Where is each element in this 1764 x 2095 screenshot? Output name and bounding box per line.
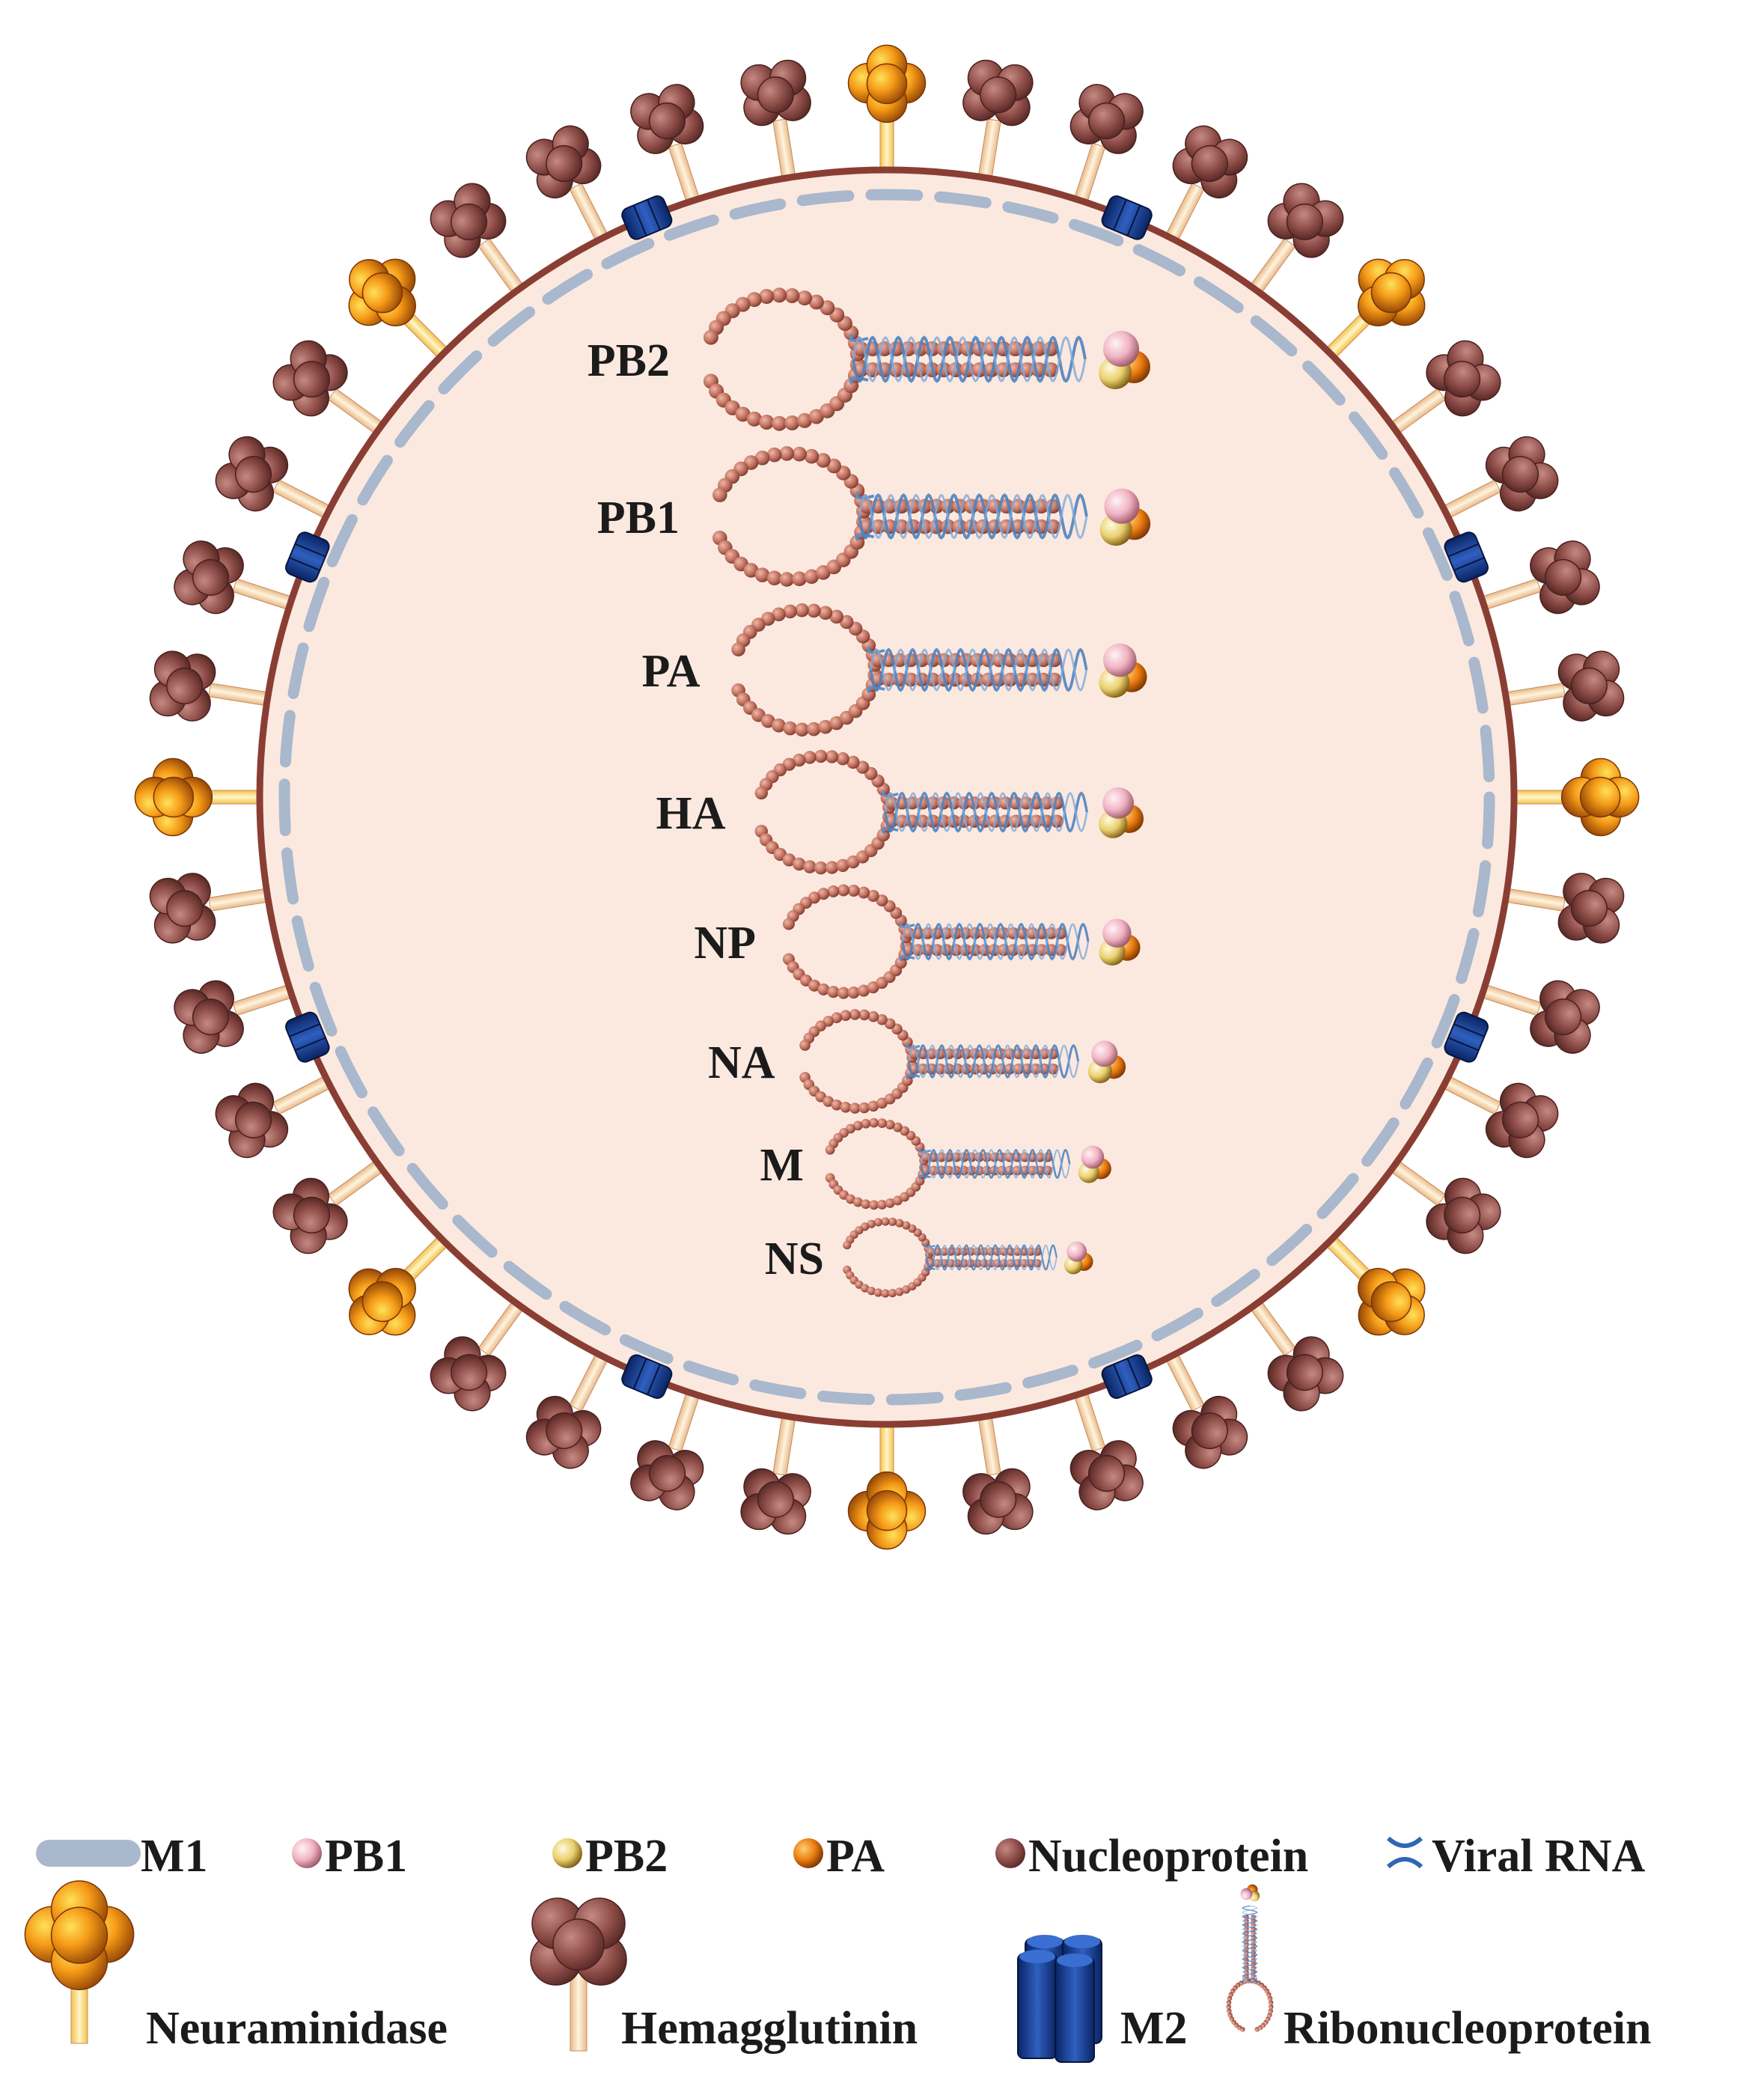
legend-label: PB1 (325, 1831, 407, 1882)
legend-label: PA (826, 1831, 885, 1882)
m2-channel (621, 1354, 673, 1399)
m2-icon (1017, 1935, 1102, 2063)
m2-channel (285, 531, 330, 583)
hemagglutinin-spike (1248, 183, 1344, 297)
m2-channel (1444, 1011, 1489, 1063)
surface-glycoproteins (134, 44, 1640, 1550)
hemagglutinin-spike (1069, 1388, 1144, 1510)
m1-icon (36, 1840, 141, 1867)
neuraminidase-spike (1322, 258, 1426, 362)
m2-channel (621, 195, 673, 240)
hemagglutinin-spike (272, 340, 387, 436)
hemagglutinin-spike (1439, 436, 1559, 521)
hemagglutinin-spike (1387, 340, 1501, 436)
viral-rna-icon (1386, 1836, 1423, 1869)
rnp-segment-ns (843, 1217, 1093, 1298)
legend-label: Viral RNA (1432, 1831, 1645, 1882)
rnp-segment-na (799, 1009, 1126, 1114)
hemagglutinin-spike (525, 1350, 611, 1469)
m1-matrix-layer (278, 189, 1495, 1406)
hemagglutinin-spike (1387, 1158, 1501, 1254)
segment-label: PB2 (588, 335, 670, 386)
hemagglutinin-spike (630, 84, 704, 207)
segment-label: PB1 (597, 493, 680, 543)
segment-label: NS (765, 1233, 824, 1284)
m2-channel (1101, 1354, 1153, 1399)
hemagglutinin-spike (215, 1073, 335, 1159)
hemagglutinin-spike (1163, 1350, 1248, 1469)
segment-label: PA (641, 646, 700, 697)
legend-label: PB2 (585, 1831, 668, 1882)
rnp-segment-m (825, 1117, 1111, 1210)
hemagglutinin-spike (1477, 980, 1600, 1054)
hemagglutinin-spike (149, 873, 272, 944)
rnp-segment-pa (731, 603, 1147, 737)
hemagglutinin-spike (525, 125, 611, 245)
m2-channels (285, 195, 1489, 1399)
hemagglutinin-spike (149, 650, 272, 722)
hemagglutinin-spike (215, 436, 335, 521)
hemagglutinin-spike (430, 1297, 526, 1412)
hemagglutinin-spike (740, 1412, 811, 1535)
hemagglutinin-spike (430, 183, 526, 297)
legend: M1 PB1 PB2 PA Nucleoprotein Viral RNA Neuramin… (24, 1831, 1651, 2063)
neuraminidase-spike (847, 1421, 927, 1550)
hemagglutinin-spike (1069, 84, 1144, 207)
hemagglutinin-spike (174, 980, 296, 1054)
legend-label: Hemagglutinin (621, 2003, 918, 2054)
segment-label: M (760, 1140, 804, 1191)
neuraminidase-spike (1322, 1233, 1426, 1336)
legend-label: M2 (1120, 2003, 1188, 2054)
hemagglutinin-spike (1501, 650, 1625, 722)
neuraminidase-spike (348, 258, 451, 362)
segment-label: HA (656, 788, 726, 839)
hemagglutinin-spike (1439, 1073, 1559, 1159)
pa-icon (793, 1838, 823, 1868)
pb2-icon (552, 1838, 582, 1868)
rnp-segment-ha (754, 749, 1144, 875)
hemagglutinin-spike (1501, 873, 1625, 944)
segment-label: NA (708, 1037, 775, 1088)
rnp-segment-pb2 (703, 287, 1150, 431)
neuraminidase-spike (134, 757, 263, 837)
nucleoprotein-icon (995, 1838, 1025, 1868)
rnp-segment-np (782, 884, 1141, 999)
hemagglutinin-spike (174, 540, 296, 615)
legend-label: Neuraminidase (146, 2003, 448, 2054)
hemagglutinin-spike (962, 1412, 1034, 1535)
m2-channel (1444, 531, 1489, 583)
neuraminidase-spike (1510, 757, 1640, 837)
neuraminidase-spike (348, 1233, 451, 1336)
hemagglutinin-icon (530, 1897, 627, 2052)
hemagglutinin-spike (740, 59, 811, 183)
m2-channel (1101, 195, 1153, 240)
hemagglutinin-spike (1477, 540, 1600, 615)
hemagglutinin-spike (272, 1158, 387, 1254)
rnp-segment-pb1 (712, 446, 1151, 587)
hemagglutinin-spike (962, 59, 1034, 183)
m2-channel (285, 1011, 330, 1063)
hemagglutinin-spike (1163, 125, 1248, 245)
legend-label: Ribonucleoprotein (1284, 2003, 1651, 2054)
ribonucleoprotein-icon (1226, 1884, 1274, 2032)
legend-label: M1 (141, 1831, 208, 1882)
legend-label: Nucleoprotein (1028, 1831, 1308, 1882)
hemagglutinin-spike (630, 1388, 704, 1510)
neuraminidase-icon (24, 1880, 135, 2044)
pb1-icon (292, 1838, 322, 1868)
segment-label: NP (694, 918, 756, 969)
neuraminidase-spike (847, 44, 927, 174)
